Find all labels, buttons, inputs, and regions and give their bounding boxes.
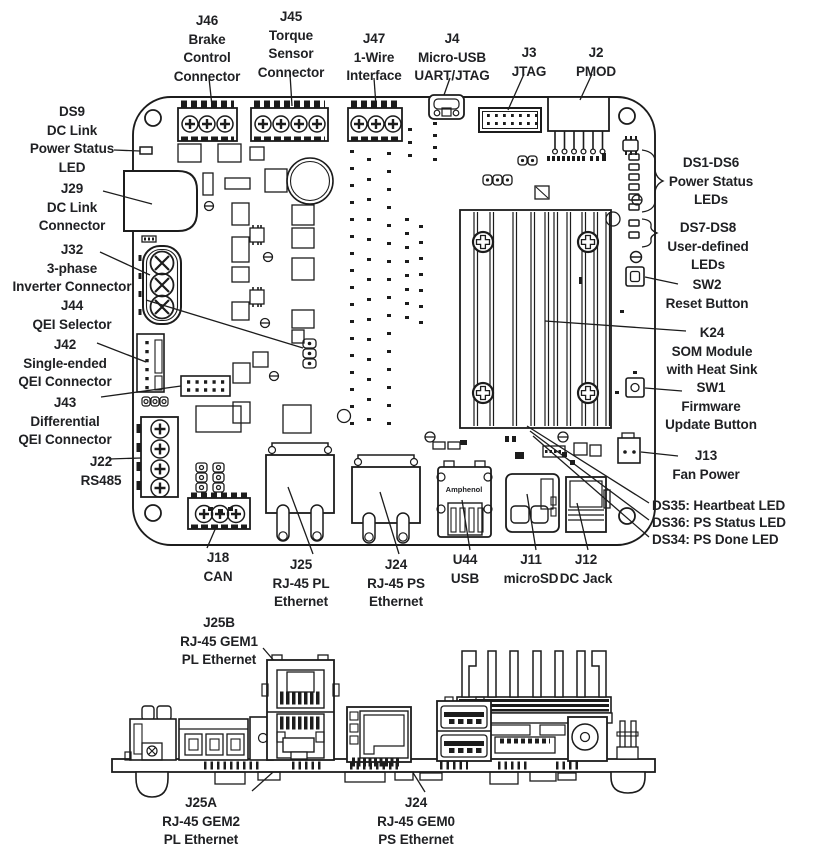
heatsink-screw (471, 230, 600, 405)
side-underboard-components (214, 771, 577, 785)
j32-inverter-connector (138, 245, 182, 325)
ds9-led (139, 146, 153, 155)
board-outline (132, 96, 656, 546)
mounting-hole (618, 107, 636, 125)
label-j47: J47 1-Wire Interface (346, 31, 402, 83)
screw-head (557, 431, 569, 443)
label-j25b: J25B RJ-45 GEM1 PL Ethernet (180, 615, 258, 667)
mounting-hole (144, 504, 162, 522)
label-u44: U44 USB (450, 552, 480, 586)
j24-rj45-ps (351, 454, 421, 544)
ic-component (622, 136, 639, 155)
j25b-rj45-gem1 (276, 669, 325, 709)
j18-can-terminal (187, 492, 251, 530)
label-ds9: DS9 DC Link Power Status LED (29, 104, 115, 175)
label-ds7-ds8: DS7-DS8 User-defined LEDs (667, 220, 749, 272)
label-j25a: J25A RJ-45 GEM2 PL Ethernet (162, 795, 240, 847)
sw1-firmware-button (625, 377, 645, 398)
brace-ds7-ds8 (641, 218, 659, 248)
side-heatsink (454, 650, 613, 754)
side-sfp-j24 (346, 706, 412, 767)
label-j13: J13 Fan Power (672, 448, 740, 482)
j43-qei-header (180, 375, 231, 397)
label-j22: J22 RS485 (80, 454, 122, 488)
side-pin-header (616, 720, 639, 760)
j12-dc-jack (565, 476, 611, 533)
label-k24: K24 SOM Module with Heat Sink (666, 325, 758, 377)
label-j42: J42 Single-ended QEI Connector (18, 337, 112, 389)
j3-jtag-header (478, 107, 542, 133)
screw-head (262, 251, 274, 263)
label-j43: J43 Differential QEI Connector (18, 395, 112, 447)
j42-qei-connector (136, 333, 165, 393)
label-j3: J3 JTAG (511, 45, 547, 79)
label-j29: J29 DC Link Connector (38, 181, 106, 233)
j4-micro-usb (428, 94, 465, 120)
j11-microsd-slot (505, 473, 560, 533)
label-sw2: SW2 Reset Button (665, 277, 749, 311)
j2-pmod-connector (547, 96, 610, 161)
ds7-ds8-leds (628, 219, 640, 239)
side-dc-link-connector (124, 705, 177, 761)
misc-components (141, 122, 643, 513)
label-sw1: SW1 Firmware Update Button (665, 380, 757, 432)
k24-heatsink (459, 209, 612, 429)
side-dc-jack (567, 716, 608, 762)
j44-qei-selector (302, 338, 317, 369)
j25a-rj45-gem2 (276, 713, 325, 760)
j47-1wire-connector (347, 100, 403, 142)
label-j25: J25 RJ-45 PL Ethernet (272, 557, 330, 609)
label-ds35: DS35: Heartbeat LED (652, 498, 786, 513)
side-usb-stack (436, 696, 492, 762)
label-j4: J4 Micro-USB UART/JTAG (414, 31, 490, 83)
brace-ds1-ds6 (641, 149, 665, 213)
screw-head (424, 431, 436, 443)
label-j32: J32 3-phase Inverter Connector (12, 242, 132, 294)
mounting-hole (144, 109, 162, 127)
u44-usb-connector (436, 460, 493, 538)
label-amphenol: Amphenol (445, 485, 483, 494)
ds1-ds6-leds (628, 153, 640, 211)
screw-head (203, 200, 215, 212)
label-j45: J45 Torque Sensor Connector (257, 9, 325, 80)
pad-trio (141, 396, 169, 407)
label-j24-side: J24 RJ-45 GEM0 PS Ethernet (377, 795, 455, 847)
label-j44: J44 QEI Selector (32, 298, 112, 332)
side-rj45-stack (261, 654, 340, 761)
side-view (111, 650, 656, 798)
side-feet (135, 771, 646, 798)
label-ds1-ds6: DS1-DS6 Power Status LEDs (668, 155, 754, 207)
j22-rs485-terminal (136, 416, 179, 498)
label-j18: J18 CAN (203, 550, 233, 584)
screw-head (629, 250, 643, 264)
screw-head (259, 317, 271, 329)
j13-fan-power (617, 432, 641, 464)
label-j24-top: J24 RJ-45 PS Ethernet (367, 557, 425, 609)
label-j11: J11 microSD (503, 552, 559, 586)
sw2-reset-button (625, 266, 645, 287)
screw-head (268, 370, 280, 382)
j45-torque-connector (250, 100, 329, 142)
label-ds34: DS34: PS Done LED (652, 532, 779, 547)
label-j12: J12 DC Jack (559, 552, 613, 586)
label-j2: J2 PMOD (575, 45, 617, 79)
mounting-hole (618, 507, 636, 525)
j25-rj45-pl (265, 442, 335, 542)
label-ds36: DS36: PS Status LED (652, 515, 786, 530)
label-j46: J46 Brake Control Connector (173, 13, 241, 84)
j46-brake-connector (177, 100, 238, 142)
j29-dc-link-connector (123, 170, 198, 232)
screw-head (631, 194, 643, 206)
side-terminal-block (178, 718, 249, 761)
